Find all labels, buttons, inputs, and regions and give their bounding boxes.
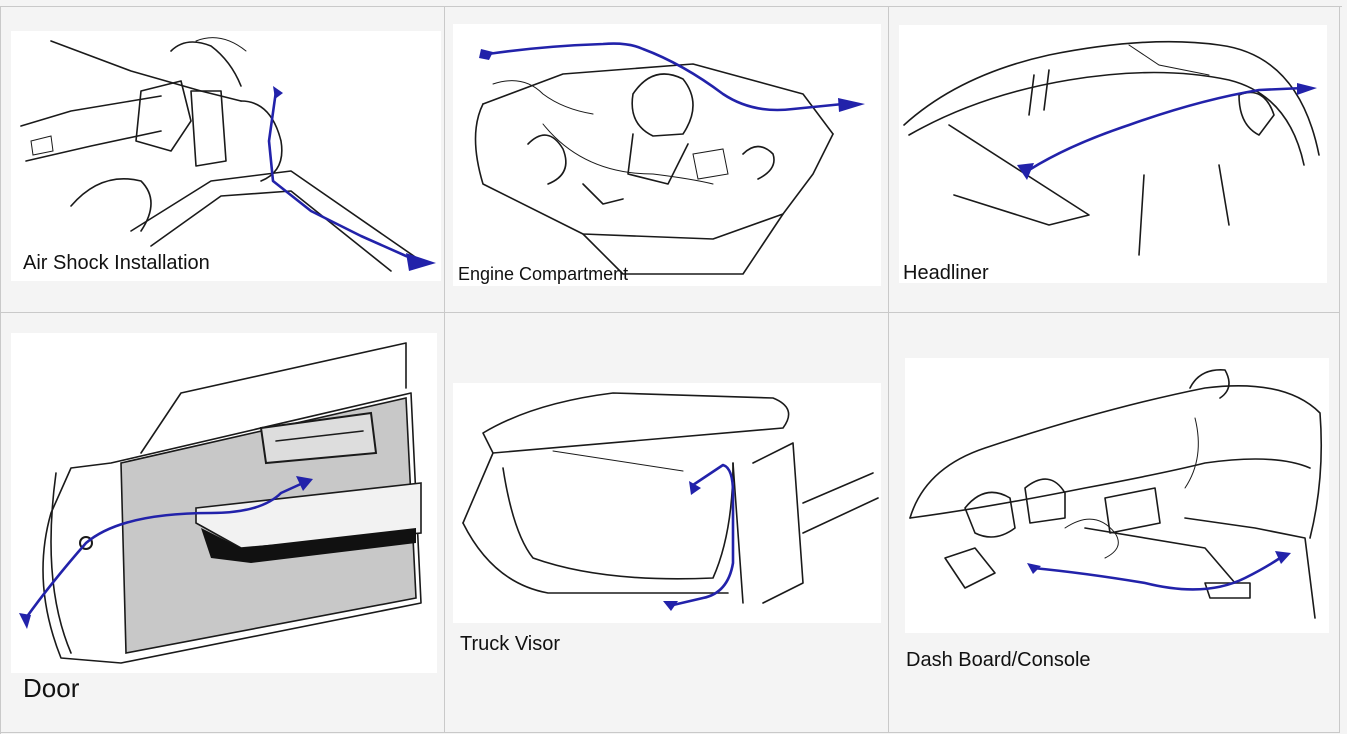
engine-compartment-illustration [453,24,881,286]
dashboard-console-illustration [905,358,1329,633]
cell-caption: Headliner [903,262,989,284]
air-shock-illustration [11,31,441,281]
headliner-illustration [899,25,1327,283]
truck-visor-illustration [453,383,881,623]
door-illustration [11,333,437,673]
cell-caption: Truck Visor [460,633,561,655]
cell-caption: Door [23,673,80,703]
cell-caption: Engine Compartment [458,264,629,284]
cell-door[interactable]: Door [1,313,445,733]
cell-engine-compartment[interactable]: Engine Compartment [445,7,889,313]
cell-headliner[interactable]: Headliner [889,7,1340,313]
cell-air-shock-installation[interactable]: Air Shock Installation [1,7,445,313]
cell-caption: Air Shock Installation [23,252,210,274]
installation-locations-grid: Air Shock Installation Engine Compar [0,6,1342,734]
cell-dashboard-console[interactable]: Dash Board/Console [889,313,1340,733]
cell-truck-visor[interactable]: Truck Visor [445,313,889,733]
cell-caption: Dash Board/Console [906,649,1091,671]
